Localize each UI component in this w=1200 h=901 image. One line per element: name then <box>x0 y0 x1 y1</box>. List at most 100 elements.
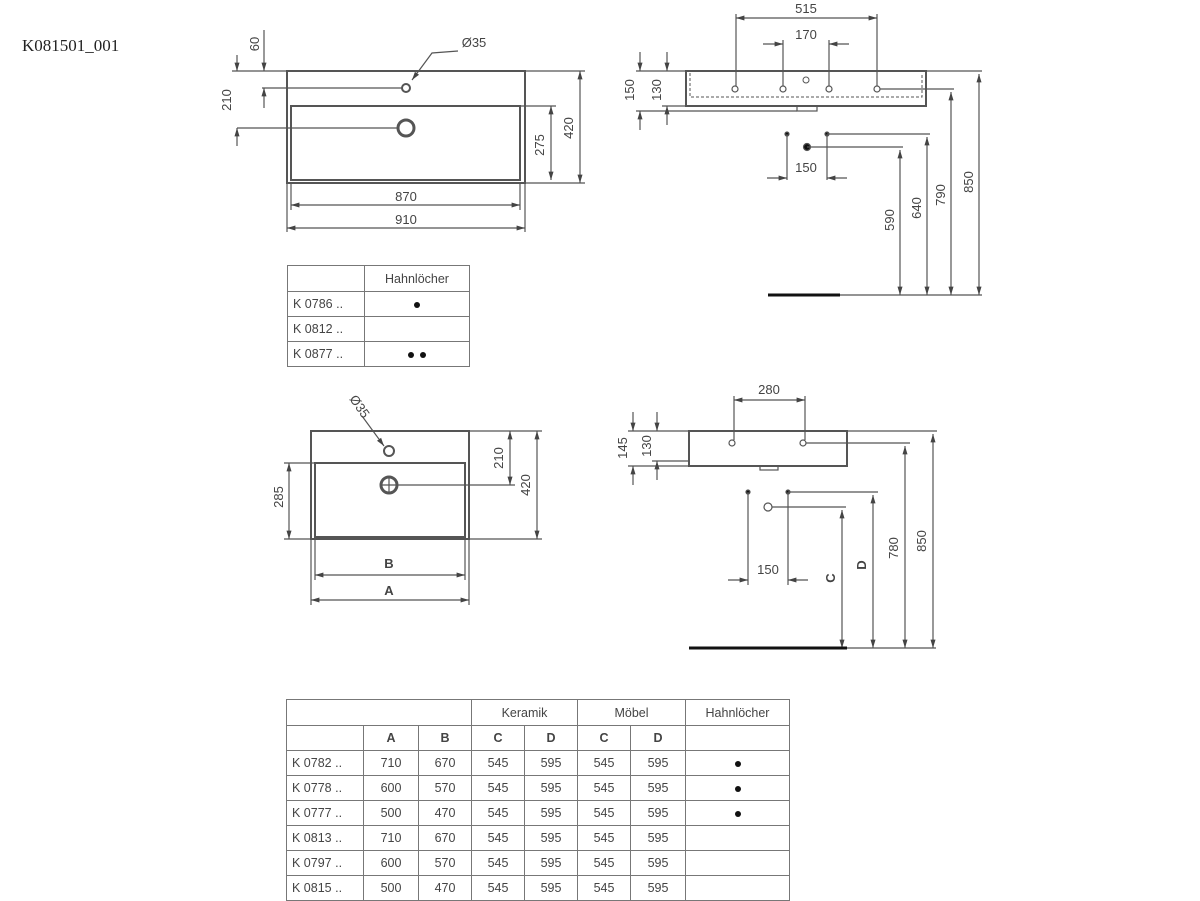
dim-275: 275 <box>532 134 547 156</box>
dim-420: 420 <box>518 474 533 496</box>
drain-icon <box>396 118 416 138</box>
tap-holes-cell <box>685 800 790 826</box>
side-view-small-basin: 280 145 130 150 C D 780 850 <box>615 382 937 650</box>
value-cell: 545 <box>577 825 631 851</box>
tap-hole-icon <box>383 445 395 457</box>
value-cell: 545 <box>577 800 631 826</box>
dim-D: D <box>854 560 869 569</box>
dim-hole-diameter: Ø35 <box>462 35 487 50</box>
value-cell: 595 <box>630 800 686 826</box>
dim-850: 850 <box>914 530 929 552</box>
tap-holes-cell <box>685 775 790 801</box>
value-cell: 595 <box>524 850 578 876</box>
value-cell: 545 <box>577 775 631 801</box>
dim-A: A <box>384 583 394 598</box>
tap-hole-icon <box>401 83 411 93</box>
dim-170: 170 <box>795 27 817 42</box>
table-row: K 0786 .. <box>287 291 470 317</box>
table-row: K 0812 .. <box>287 316 470 342</box>
model-cell: K 0778 .. <box>286 775 364 801</box>
dim-B: B <box>384 556 393 571</box>
value-cell: 595 <box>524 750 578 776</box>
dim-790: 790 <box>933 184 948 206</box>
dim-210: 210 <box>219 89 234 111</box>
model-cell: K 0797 .. <box>286 850 364 876</box>
dim-hole-diameter: Ø35 <box>346 392 372 421</box>
tap-hole-dot-icon <box>734 786 741 792</box>
model-cell: K 0815 .. <box>286 875 364 901</box>
tap-holes-cell <box>685 875 790 901</box>
dim-590: 590 <box>882 209 897 231</box>
value-cell: 570 <box>418 775 472 801</box>
dim-210: 210 <box>491 447 506 469</box>
dim-C: C <box>823 573 838 583</box>
tap-holes-cell <box>364 291 470 317</box>
dim-515: 515 <box>795 1 817 16</box>
value-cell: 595 <box>524 775 578 801</box>
tap-holes-cell <box>364 316 470 342</box>
value-cell: 595 <box>524 875 578 901</box>
tap-holes-cell <box>685 850 790 876</box>
dim-150: 150 <box>757 562 779 577</box>
group-keramik: Keramik <box>471 699 578 726</box>
value-cell: 595 <box>630 775 686 801</box>
dim-130: 130 <box>639 435 654 457</box>
value-cell: 670 <box>418 825 472 851</box>
value-cell: 545 <box>471 775 525 801</box>
table-row: K 0877 .. <box>287 341 470 367</box>
dim-870: 870 <box>395 189 417 204</box>
value-cell: 545 <box>471 750 525 776</box>
dim-150-width: 150 <box>795 160 817 175</box>
tap-hole-dot-icon <box>734 811 741 817</box>
value-cell: 545 <box>577 750 631 776</box>
dim-910: 910 <box>395 212 417 227</box>
value-cell: 600 <box>363 775 419 801</box>
value-cell: 710 <box>363 825 419 851</box>
value-cell: 470 <box>418 800 472 826</box>
column-header: A <box>363 725 419 751</box>
tap-hole-dot-icon <box>420 352 426 358</box>
header-hahnloecher: Hahnlöcher <box>364 265 470 292</box>
value-cell: 595 <box>524 800 578 826</box>
top-view-large-basin: 60 210 275 420 870 910 Ø35 <box>219 30 585 232</box>
value-cell: 470 <box>418 875 472 901</box>
value-cell: 500 <box>363 875 419 901</box>
column-header: C <box>577 725 631 751</box>
column-header: D <box>630 725 686 751</box>
value-cell: 595 <box>630 875 686 901</box>
value-cell: 545 <box>577 850 631 876</box>
value-cell: 545 <box>471 800 525 826</box>
tap-hole-table-large: Hahnlöcher K 0786 ..K 0812 ..K 0877 .. <box>287 265 470 367</box>
tap-holes-cell <box>685 825 790 851</box>
model-cell: K 0812 .. <box>287 316 365 342</box>
value-cell: 570 <box>418 850 472 876</box>
model-cell: K 0877 .. <box>287 341 365 367</box>
value-cell: 595 <box>630 850 686 876</box>
tap-holes-cell <box>364 341 470 367</box>
value-cell: 500 <box>363 800 419 826</box>
column-header: D <box>524 725 578 751</box>
group-moebel: Möbel <box>577 699 686 726</box>
group-hahnloecher: Hahnlöcher <box>685 699 790 726</box>
dim-130: 130 <box>649 79 664 101</box>
model-cell: K 0782 .. <box>286 750 364 776</box>
model-cell: K 0786 .. <box>287 291 365 317</box>
dim-280: 280 <box>758 382 780 397</box>
value-cell: 545 <box>577 875 631 901</box>
dim-780: 780 <box>886 537 901 559</box>
value-cell: 595 <box>524 825 578 851</box>
dim-420: 420 <box>561 117 576 139</box>
dim-285: 285 <box>271 486 286 508</box>
column-header: C <box>471 725 525 751</box>
side-view-large-basin: 515 170 150 130 150 590 640 790 850 <box>622 1 982 297</box>
dim-850: 850 <box>961 171 976 193</box>
dim-150-height: 150 <box>622 79 637 101</box>
value-cell: 600 <box>363 850 419 876</box>
dim-60: 60 <box>247 37 262 51</box>
